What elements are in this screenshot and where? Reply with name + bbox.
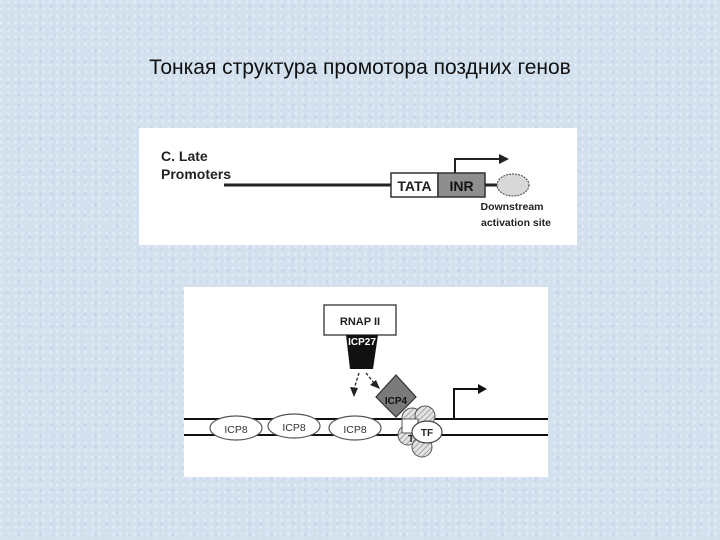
slide-title: Тонкая структура промотора поздних генов	[149, 56, 571, 79]
downstream-label-line-1: Downstream	[480, 201, 543, 213]
downstream-activation-site	[496, 173, 530, 197]
tata-label: TATA	[397, 178, 431, 194]
interaction-arrowhead-icp4	[370, 380, 380, 389]
interaction-arrowhead-icp8	[350, 387, 358, 397]
inr-label: INR	[449, 178, 473, 194]
icp8-label-1: ICP8	[224, 424, 248, 436]
icp8-oval-3	[328, 415, 382, 441]
icp4-diamond	[375, 374, 417, 418]
interaction-arrow-icp8	[353, 372, 360, 390]
rnap-ii-label: RNAP II	[340, 316, 380, 328]
transcription-start-arrow	[453, 388, 480, 419]
heading-line-2: Promoters	[161, 166, 231, 182]
late-promoter-diagram: C. Late Promoters TATA INR Downstream ac…	[161, 148, 551, 229]
rnap-ii-box	[323, 304, 397, 336]
heading-line-1: C. Late	[161, 148, 208, 164]
protein-complex-panel: ICP8 ICP8 ICP8 RNAP II ICP27 T TF	[184, 287, 548, 477]
icp27-shape	[346, 335, 378, 369]
icp8-label-3: ICP8	[343, 424, 367, 436]
transcription-arrowhead	[499, 154, 509, 164]
late-promoter-panel: C. Late Promoters TATA INR Downstream ac…	[139, 128, 577, 245]
inr-box	[437, 172, 486, 198]
interaction-arrow-icp4	[365, 372, 375, 384]
icp8-oval-2	[267, 413, 321, 439]
tf-label: TF	[421, 428, 433, 439]
tf-subunit-mark: T	[408, 434, 414, 445]
icp27-label: ICP27	[348, 337, 376, 348]
icp4-label: ICP4	[385, 396, 408, 407]
icp8-oval-1	[209, 415, 263, 441]
protein-complex-diagram: ICP8 ICP8 ICP8 RNAP II ICP27 T TF	[184, 304, 548, 458]
transcription-arrowhead	[478, 384, 487, 394]
transcription-start-arrow	[454, 158, 499, 173]
downstream-label-line-2: activation site	[481, 217, 551, 229]
icp8-label-2: ICP8	[282, 422, 306, 434]
tf-main-oval	[411, 420, 443, 444]
